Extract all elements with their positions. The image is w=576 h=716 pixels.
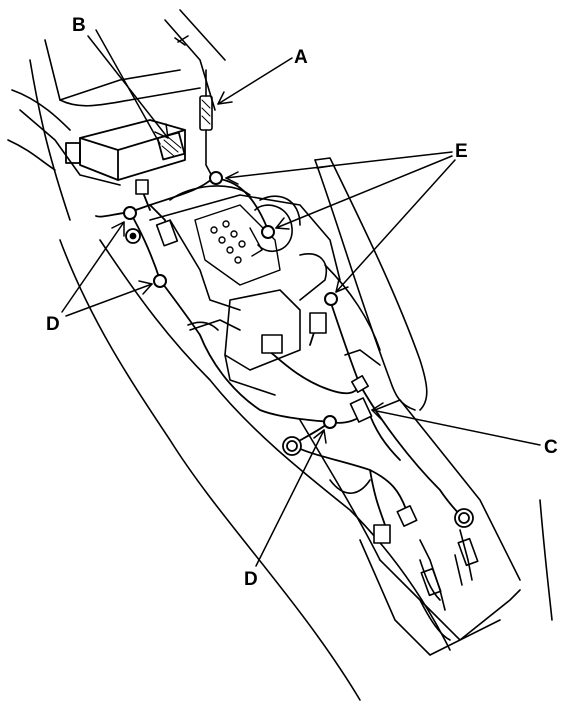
clip-e-right — [324, 292, 338, 306]
lower-console — [299, 399, 553, 656]
connectors — [135, 179, 418, 544]
harness-clips — [123, 171, 338, 429]
callout-d-bottom-label: D — [244, 569, 258, 590]
clip-d-upper — [123, 206, 137, 220]
connector-a — [199, 69, 214, 179]
clip-d-bottom — [323, 415, 337, 429]
callout-c-label: C — [544, 437, 558, 458]
dashboard-outline — [7, 9, 226, 221]
side-panel — [314, 157, 428, 411]
clip-d-lower — [153, 274, 167, 288]
ground-points — [125, 228, 474, 528]
clip-e-middle — [261, 225, 275, 239]
callout-e-label: E — [455, 141, 468, 162]
callout-b-label: B — [72, 15, 86, 36]
callout-d-left-label: D — [46, 314, 60, 335]
callout-a-label: A — [294, 47, 308, 68]
console-body — [59, 185, 451, 701]
shift-gate — [194, 204, 281, 286]
leader-lines — [61, 29, 541, 567]
clip-e-top — [209, 171, 223, 185]
